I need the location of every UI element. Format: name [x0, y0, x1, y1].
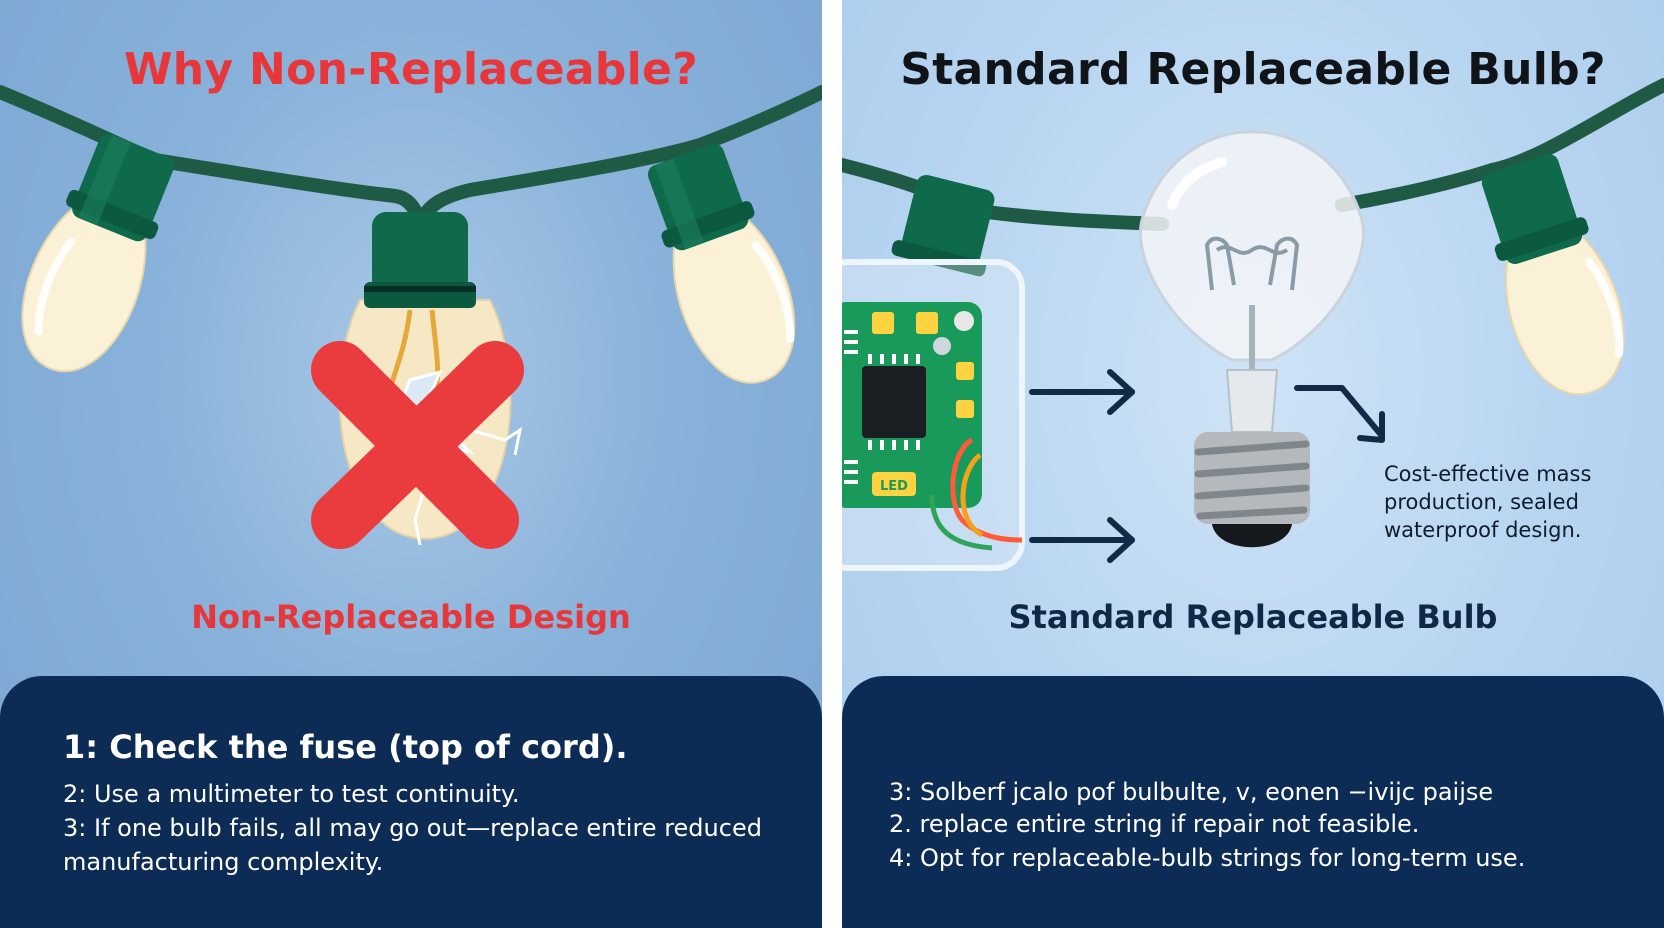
string-wire	[0, 85, 427, 233]
circuit-board-icon	[842, 302, 1023, 551]
left-steps-box: 1: Check the fuse (top of cord). 2: Use …	[0, 676, 822, 928]
right-panel: LED	[842, 0, 1664, 928]
string-wire	[1335, 78, 1664, 212]
string-wire	[413, 85, 822, 233]
replaceable-bulb-icon	[1139, 130, 1365, 548]
left-caption: Non-Replaceable Design	[191, 598, 631, 636]
right-illustration: LED	[842, 78, 1664, 571]
arrow-icon	[1294, 385, 1385, 443]
right-steps-box: 3: Solberf jcalo pof bulbulte, v, eonen …	[842, 676, 1664, 928]
step-line: 4: Opt for replaceable-bulb strings for …	[889, 844, 1526, 872]
left-title: Why Non-Replaceable?	[123, 44, 699, 95]
bulb-left	[21, 133, 175, 373]
step-line: 2. replace entire string if repair not f…	[889, 810, 1420, 838]
led-chip-label: LED	[880, 479, 908, 494]
step-line: 3: Solberf jcalo pof bulbulte, v, eonen …	[889, 778, 1494, 806]
bulb-right	[1481, 154, 1625, 396]
socket-left	[891, 174, 995, 277]
panel-divider	[822, 0, 842, 928]
arrow-icon	[1029, 517, 1135, 563]
left-illustration	[0, 85, 822, 549]
note-text: Cost-effective mass production, sealed w…	[1384, 462, 1592, 542]
step-line: 3: If one bulb fails, all may go out—rep…	[63, 814, 762, 842]
step-line: 2: Use a multimeter to test continuity.	[63, 780, 520, 808]
right-title: Standard Replaceable Bulb?	[900, 44, 1606, 95]
arrow-icon	[1029, 369, 1135, 415]
string-wire	[842, 158, 1169, 231]
right-caption: Standard Replaceable Bulb	[1008, 598, 1498, 636]
bulb-right	[647, 143, 796, 384]
step-line: manufacturing complexity.	[63, 848, 384, 876]
red-x-icon	[311, 341, 524, 549]
step-line: 1: Check the fuse (top of cord).	[63, 728, 628, 766]
left-panel: Why Non-Replaceable? Non-Replaceable Des…	[0, 0, 822, 928]
